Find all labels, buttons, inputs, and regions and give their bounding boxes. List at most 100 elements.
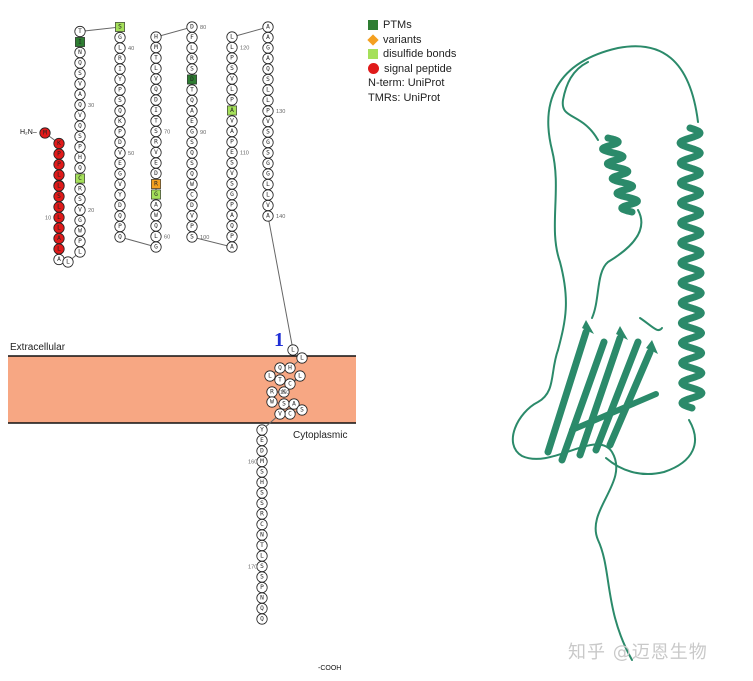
residue-letter: V	[78, 112, 82, 119]
residue-letter: W	[154, 212, 158, 219]
residue-letter: L	[57, 246, 61, 253]
residue-letter: D	[190, 76, 194, 83]
residue-marker	[296, 404, 308, 416]
residue-letter: P	[118, 87, 122, 94]
residue-letter: T	[260, 542, 264, 549]
residue-chain: MKPPLLLSLLLALALLPWGVSRCQHPSQVQAVSQNITSGL…	[39, 21, 308, 625]
residue-letter: S	[282, 401, 286, 408]
residue-letter: E	[230, 149, 234, 156]
residue-letter: S	[230, 181, 234, 188]
residue-letter: Q	[118, 234, 122, 241]
residue-letter: P	[230, 55, 234, 62]
residue-number: 110	[240, 151, 249, 157]
residue-letter: L	[190, 45, 194, 52]
residue: A	[53, 253, 65, 266]
residue-letter: A	[266, 24, 270, 31]
residue-letter: Q	[78, 60, 82, 67]
residue-letter: A	[266, 213, 270, 220]
residue-letter: E	[118, 160, 122, 167]
residue: Q	[226, 220, 238, 232]
residue-letter: C	[260, 521, 264, 528]
residue-letter: Q	[118, 108, 122, 115]
residue: S	[74, 67, 86, 80]
residue: Q	[74, 162, 86, 174]
residue-letter: A	[266, 55, 270, 62]
residue: V	[74, 204, 86, 216]
residue: C	[186, 189, 198, 201]
residue-marker	[39, 127, 51, 139]
residue-letter: C	[288, 411, 292, 418]
residue-letter: S	[260, 490, 264, 497]
residue-number: 80	[200, 25, 206, 31]
residue-letter: W	[270, 399, 274, 406]
residue-letter: S	[118, 24, 122, 31]
residue-letter: S	[190, 139, 194, 146]
residue-marker	[151, 189, 161, 200]
legend-label: disulfide bonds	[383, 48, 457, 60]
residue: P	[226, 52, 238, 64]
residue-letter: Y	[260, 427, 264, 434]
residue-letter: Q	[266, 66, 270, 73]
residue-letter: G	[190, 129, 194, 136]
residue-letter: G	[266, 160, 270, 167]
residue: L	[186, 42, 198, 54]
legend-source-nterm: N-term: UniProt	[368, 76, 456, 91]
legend: PTMs variants disulfide bonds signal pep…	[367, 18, 457, 105]
residue-letter: A	[154, 202, 158, 209]
residue-letter: Q	[78, 123, 82, 130]
residue-letter: G	[118, 171, 122, 178]
residue-letter: R	[260, 511, 264, 518]
residue: A	[262, 210, 274, 222]
coil-loop	[561, 61, 599, 141]
legend-item-ptms: PTMs	[368, 18, 456, 33]
residue-letter: S	[154, 128, 158, 135]
residue-letter: P	[78, 238, 82, 245]
residue-letter: C	[78, 175, 82, 182]
residue-marker	[278, 386, 290, 398]
residue-letter: D	[154, 170, 158, 177]
tm-helix-index: 1	[274, 329, 284, 351]
residue-letter: V	[154, 149, 158, 156]
residue-letter: V	[190, 213, 194, 220]
residue-letter: V	[118, 181, 122, 188]
residue: L	[150, 230, 162, 243]
residue: H	[150, 31, 162, 43]
residue-letter: S	[190, 160, 194, 167]
residue-letter: T	[190, 87, 194, 94]
residue-letter: S	[118, 97, 122, 104]
residue-number: 150	[280, 390, 289, 396]
residue-number: 50	[128, 151, 134, 157]
residue-number: 100	[200, 235, 209, 241]
disulfide-residue: G	[151, 189, 161, 200]
residue-letter: S	[300, 407, 304, 414]
residue-letter: P	[118, 223, 122, 230]
cytoplasmic-label: Cytoplasmic	[293, 430, 347, 441]
legend-label: variants	[383, 33, 422, 46]
residue-letter: Q	[78, 165, 82, 172]
residue-letter: P	[266, 108, 270, 115]
residue-marker	[296, 352, 308, 364]
residue-marker	[150, 31, 162, 43]
residue-marker	[262, 210, 274, 222]
residue-letter: L	[230, 44, 234, 51]
ptm-residue: D	[187, 74, 197, 85]
residue-letter: T	[78, 28, 82, 35]
residue-letter: S	[230, 160, 234, 167]
residue-marker	[187, 74, 197, 85]
residue: Q	[74, 99, 86, 111]
residue-letter: V	[230, 170, 234, 177]
residue-letter: P	[230, 233, 234, 240]
residue-letter: L	[230, 34, 234, 41]
coil-loop	[591, 209, 643, 319]
residue-letter: S	[260, 500, 264, 507]
residue-letter: S	[78, 196, 82, 203]
residue-letter: E	[190, 118, 194, 125]
residue: L	[226, 31, 238, 43]
legend-label: N-term: UniProt	[368, 77, 445, 89]
residue-letter: L	[266, 97, 270, 104]
residue-marker	[274, 362, 286, 374]
disulfide-residue: A	[227, 105, 237, 116]
residue-letter: L	[57, 225, 61, 232]
residue-letter: M	[154, 44, 158, 51]
